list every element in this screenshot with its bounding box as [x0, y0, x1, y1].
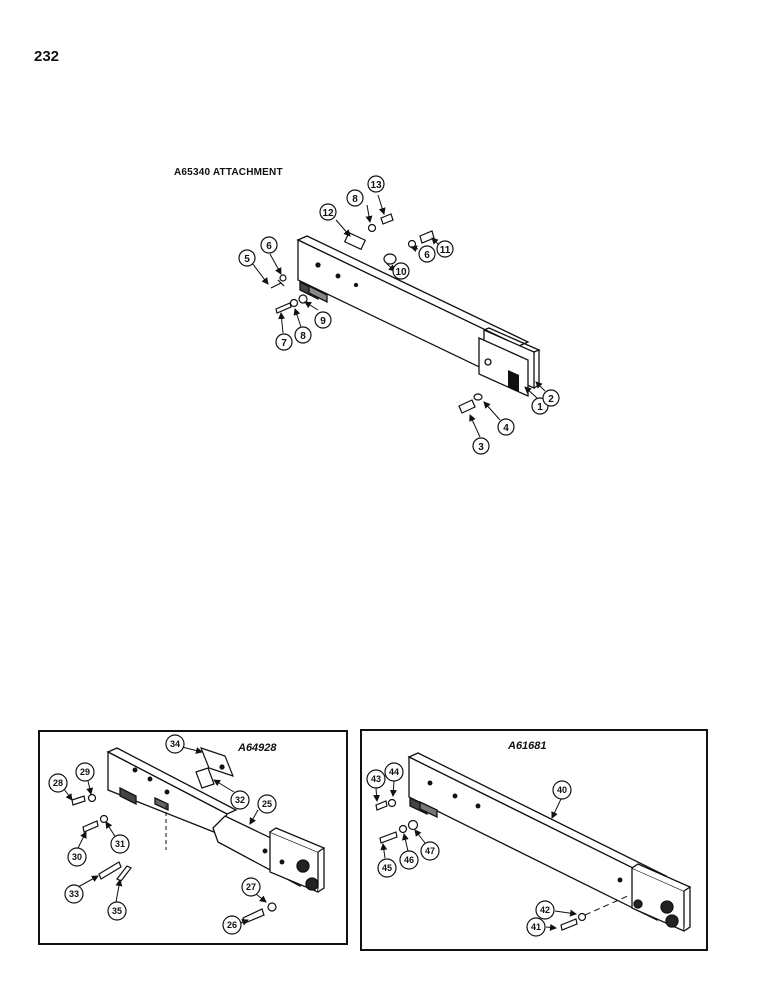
callout-10: 10: [392, 262, 410, 280]
callout-35: 35: [107, 901, 127, 921]
callout-29: 29: [75, 762, 95, 782]
callout-8-upper: 8: [346, 189, 364, 207]
inset-right-leaders: [373, 780, 631, 931]
svg-text:13: 13: [370, 180, 382, 191]
callout-25: 25: [257, 794, 277, 814]
callout-5: 5: [238, 249, 256, 267]
main-diagram-caption: A65340 ATTACHMENT: [174, 167, 283, 178]
svg-text:8: 8: [352, 194, 358, 205]
callout-12: 12: [319, 203, 337, 221]
svg-text:5: 5: [244, 254, 250, 265]
svg-text:3: 3: [478, 442, 484, 453]
callout-32: 32: [230, 790, 250, 810]
svg-text:47: 47: [425, 846, 435, 856]
svg-text:25: 25: [262, 799, 272, 809]
callout-45: 45: [377, 858, 397, 878]
inset-left-hardware: [71, 747, 277, 924]
svg-text:9: 9: [320, 316, 326, 327]
svg-text:42: 42: [540, 905, 550, 915]
svg-text:35: 35: [112, 906, 122, 916]
inset-right-hardware: [375, 798, 587, 931]
main-beam-assembly: [296, 235, 541, 398]
callout-8-lower: 8: [294, 326, 312, 344]
svg-text:28: 28: [53, 778, 63, 788]
inset-left-callouts: 25 26 27 28 29 30 31 32 33 34 35: [48, 734, 277, 935]
svg-text:6: 6: [424, 250, 430, 261]
svg-text:1: 1: [537, 402, 543, 413]
callout-28: 28: [48, 773, 68, 793]
inset-right-callouts: 40 41 42 43 44 45 46 47: [366, 762, 572, 937]
svg-text:43: 43: [371, 774, 381, 784]
svg-text:40: 40: [557, 785, 567, 795]
callout-4: 4: [497, 418, 515, 436]
callout-6-left: 6: [260, 236, 278, 254]
svg-text:45: 45: [382, 863, 392, 873]
callout-34: 34: [165, 734, 185, 754]
inset-left-frame: [38, 730, 348, 945]
svg-text:27: 27: [246, 882, 256, 892]
svg-text:6: 6: [266, 241, 272, 252]
svg-text:12: 12: [322, 208, 334, 219]
callout-41: 41: [526, 917, 546, 937]
callout-9: 9: [314, 311, 332, 329]
callout-6-right: 6: [418, 245, 436, 263]
inset-left-title: A64928: [238, 742, 277, 754]
inset-left-leaders: [63, 746, 267, 926]
inset-right-title: A61681: [508, 740, 547, 752]
svg-text:44: 44: [389, 767, 399, 777]
callout-13: 13: [367, 175, 385, 193]
svg-text:30: 30: [72, 852, 82, 862]
callout-3: 3: [472, 437, 490, 455]
svg-text:33: 33: [69, 889, 79, 899]
callout-7: 7: [275, 333, 293, 351]
callout-47: 47: [420, 841, 440, 861]
callout-26: 26: [222, 915, 242, 935]
svg-text:2: 2: [548, 394, 554, 405]
svg-text:29: 29: [80, 767, 90, 777]
inset-right-beam: [407, 752, 692, 932]
callout-27: 27: [241, 877, 261, 897]
svg-text:4: 4: [503, 423, 509, 434]
main-callouts: 1 2 3 4 5 6 6 7 8 8 9 10 11 12 13: [238, 175, 560, 455]
callout-43: 43: [366, 769, 386, 789]
svg-text:41: 41: [531, 922, 541, 932]
inset-right-frame: [360, 729, 708, 951]
svg-text:34: 34: [170, 739, 180, 749]
svg-text:31: 31: [115, 839, 125, 849]
svg-text:46: 46: [404, 855, 414, 865]
callout-40: 40: [552, 780, 572, 800]
callout-33: 33: [64, 884, 84, 904]
inset-left-beam: [106, 747, 326, 893]
callout-31: 31: [110, 834, 130, 854]
svg-text:8: 8: [300, 331, 306, 342]
svg-text:10: 10: [395, 267, 407, 278]
callout-46: 46: [399, 850, 419, 870]
svg-text:11: 11: [440, 245, 451, 256]
svg-text:26: 26: [227, 920, 237, 930]
page-number: 232: [34, 48, 60, 65]
callout-30: 30: [67, 847, 87, 867]
callout-2: 2: [542, 389, 560, 407]
callout-42: 42: [535, 900, 555, 920]
svg-text:32: 32: [235, 795, 245, 805]
svg-text:7: 7: [281, 338, 287, 349]
callout-44: 44: [384, 762, 404, 782]
callout-11: 11: [436, 240, 454, 258]
